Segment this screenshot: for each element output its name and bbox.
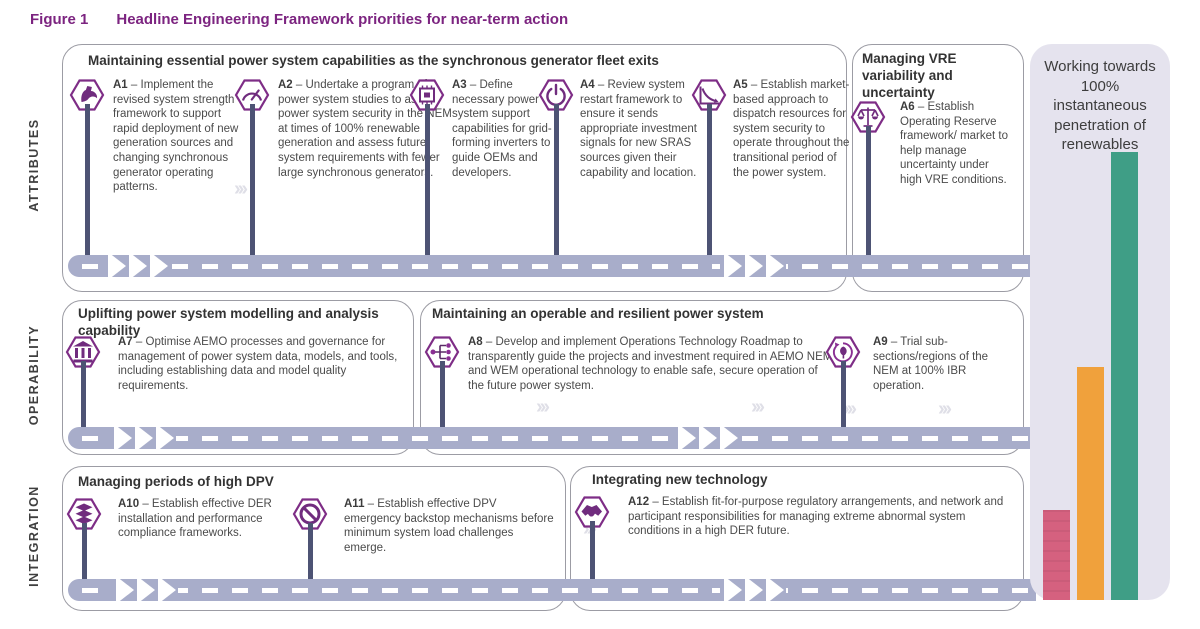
item-id: A10: [118, 498, 140, 510]
bar-current-penetration: [1043, 510, 1070, 600]
item-stem: [554, 104, 559, 255]
item-stem: [250, 104, 255, 255]
item-description: – Undertake a program of power system st…: [278, 79, 452, 179]
group-title: Maintaining essential power system capab…: [88, 53, 659, 68]
timeline-dashes: [82, 435, 1030, 441]
group-title: Integrating new technology: [592, 472, 768, 487]
chevron-watermark-icon: ›››: [843, 398, 857, 420]
item-description: – Establish effective DPV emergency back…: [344, 498, 554, 554]
item-stem: [81, 361, 86, 427]
item-text: A5 – Establish market-based approach to …: [733, 78, 855, 180]
item-id: A1: [113, 79, 128, 91]
item-id: A12: [628, 496, 650, 508]
layer-stack-icon: [66, 498, 102, 530]
item-description: – Develop and implement Operations Techn…: [468, 336, 833, 392]
item-id: A8: [468, 336, 483, 348]
chevron-watermark-icon: ›››: [938, 398, 952, 420]
group-title: Maintaining an operable and resilient po…: [432, 306, 764, 321]
item-id: A9: [873, 336, 888, 348]
item-text: A6 – Establish Operating Reserve framewo…: [900, 100, 1012, 188]
item-id: A6: [900, 101, 915, 113]
item-id: A5: [733, 79, 748, 91]
item-description: – Establish fit-for-purpose regulatory a…: [628, 496, 1004, 538]
item-text: A10 – Establish effective DER installati…: [118, 497, 303, 541]
item-stem: [707, 104, 712, 255]
item-text: A3 – Define necessary power system suppo…: [452, 78, 564, 180]
timeline-arrows-icon: [110, 424, 176, 452]
timeline-dashes: [82, 587, 1030, 593]
group-title: Managing periods of high DPV: [78, 474, 274, 489]
group-title: Uplifting power system modelling and ana…: [78, 306, 379, 338]
strength-arm-icon: [69, 79, 105, 111]
figure-title-text: Headline Engineering Framework prioritie…: [116, 11, 569, 28]
group-box-vre-variability: [852, 44, 1024, 292]
item-description: – Establish Operating Reserve framework/…: [900, 101, 1008, 186]
renewable-cycle-icon: [825, 336, 861, 368]
item-description: – Implement the revised system strength …: [113, 79, 239, 194]
item-text: A2 – Undertake a program of power system…: [278, 78, 460, 180]
item-text: A11 – Establish effective DPV emergency …: [344, 497, 554, 555]
item-text: A8 – Develop and implement Operations Te…: [468, 335, 836, 393]
gauge-icon: [234, 79, 270, 111]
item-stem: [590, 521, 595, 579]
item-stem: [866, 126, 871, 255]
chevron-watermark-icon: ›››: [751, 396, 765, 418]
row-label-integration: INTEGRATION: [27, 485, 41, 587]
item-id: A2: [278, 79, 293, 91]
decay-curve-chart-icon: [691, 79, 727, 111]
item-description: – Establish effective DER installation a…: [118, 498, 272, 540]
timeline-attributes: [68, 255, 1036, 277]
network-nodes-icon: [424, 336, 460, 368]
timeline-arrows-icon: [674, 424, 740, 452]
item-description: – Review system restart framework to ens…: [580, 79, 697, 179]
group-title: Managing VRE variability and uncertainty: [862, 51, 957, 100]
item-description: – Establish market-based approach to dis…: [733, 79, 850, 179]
timeline-operability: [68, 427, 1036, 449]
chevron-watermark-icon: ›››: [234, 178, 248, 200]
renewables-goal-panel: Working towards 100% instantaneous penet…: [1030, 44, 1170, 600]
item-text: A7 – Optimise AEMO processes and governa…: [118, 335, 400, 393]
item-text: A4 – Review system restart framework to …: [580, 78, 708, 180]
item-id: A11: [344, 498, 365, 510]
timeline-arrows-icon: [720, 576, 786, 604]
item-id: A3: [452, 79, 467, 91]
handshake-icon: [574, 496, 610, 528]
timeline-arrows-icon: [720, 252, 786, 280]
figure-title: Figure 1 Headline Engineering Framework p…: [30, 11, 568, 28]
no-entry-icon: [292, 498, 328, 530]
item-description: – Define necessary power system support …: [452, 79, 552, 179]
item-description: – Optimise AEMO processes and governance…: [118, 336, 398, 392]
item-stem: [841, 361, 846, 427]
item-text: A12 – Establish fit-for-purpose regulato…: [628, 495, 1008, 539]
timeline-integration: [68, 579, 1036, 601]
renewables-goal-title: Working towards 100% instantaneous penet…: [1044, 58, 1156, 153]
item-stem: [85, 104, 90, 255]
item-text: A9 – Trial sub-sections/regions of the N…: [873, 335, 1015, 393]
bar-transition-penetration: [1077, 367, 1104, 600]
item-id: A7: [118, 336, 133, 348]
item-stem: [425, 104, 430, 255]
item-text: A1 – Implement the revised system streng…: [113, 78, 241, 195]
item-description: – Trial sub-sections/regions of the NEM …: [873, 336, 989, 392]
item-id: A4: [580, 79, 595, 91]
scales-icon: [850, 101, 886, 133]
timeline-dashes: [82, 263, 1030, 269]
figure-label: Figure 1: [30, 11, 89, 28]
timeline-arrows-icon: [112, 576, 178, 604]
chevron-watermark-icon: ›››: [536, 396, 550, 418]
bar-full-penetration: [1111, 152, 1138, 600]
item-stem: [82, 523, 87, 579]
timeline-arrows-icon: [104, 252, 170, 280]
row-label-attributes: ATTRIBUTES: [27, 118, 41, 212]
chip-icon: [409, 79, 445, 111]
item-stem: [308, 523, 313, 579]
item-stem: [440, 361, 445, 427]
